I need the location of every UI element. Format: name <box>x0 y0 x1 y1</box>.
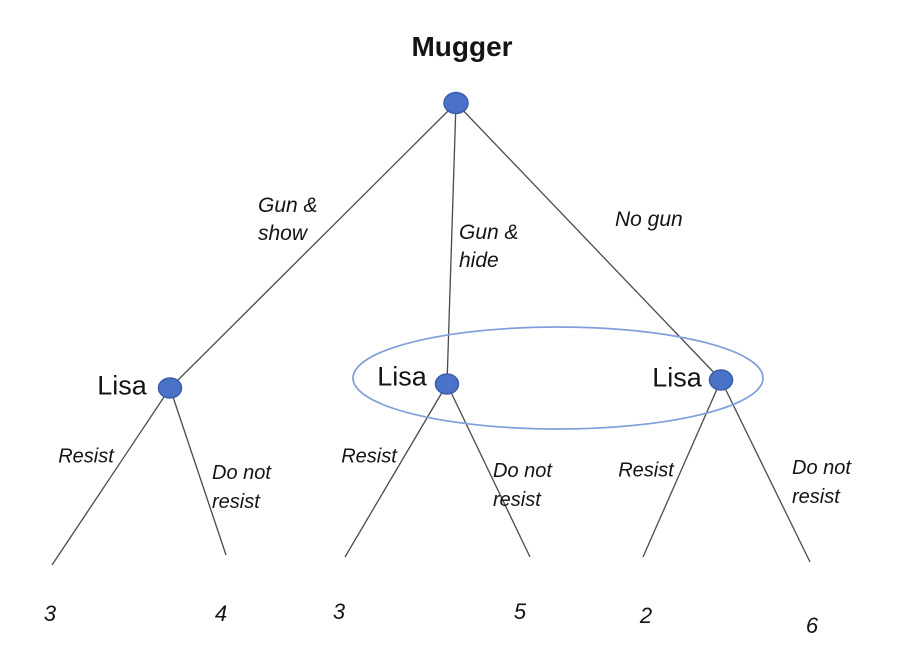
edge-root-gun-hide <box>446 102 457 385</box>
action-label-do-not-resist-left: Do not resist <box>212 462 271 513</box>
action-label-gun-show: Gun & show <box>258 194 318 245</box>
payoff-value: 3 <box>43 601 57 626</box>
action-label-no-gun: No gun <box>615 208 683 231</box>
edge-root-gun-show <box>169 102 457 389</box>
information-set-ellipse <box>352 326 764 430</box>
node-lisa-left <box>157 377 183 399</box>
action-label-resist-mid: Resist <box>341 445 397 468</box>
payoff-mid-do-not-resist: 5 4 <box>514 564 526 650</box>
lisa-label-right: Lisa <box>652 362 702 393</box>
action-label-resist-left: Resist <box>58 445 114 468</box>
edge-root-no-gun <box>455 102 722 381</box>
payoff-value: 5 <box>513 599 527 624</box>
edge-mid-do-not-resist <box>446 383 531 558</box>
payoff-left-resist: 3 2 <box>44 566 56 650</box>
action-label-gun-hide: Gun & hide <box>459 221 519 272</box>
mugger-label: Mugger <box>411 31 513 62</box>
edge-right-resist <box>642 379 722 558</box>
payoff-mid-resist: 3 2 <box>333 564 345 650</box>
node-mugger <box>443 91 469 115</box>
edge-left-do-not-resist <box>169 387 227 556</box>
action-label-do-not-resist-right: Do not resist <box>792 457 851 508</box>
action-label-resist-right: Resist <box>618 459 674 482</box>
action-label-do-not-resist-mid: Do not resist <box>493 460 552 511</box>
edge-left-resist <box>51 387 171 566</box>
payoff-right-resist: 2 6 <box>640 568 652 650</box>
payoff-value: 2 <box>639 603 653 628</box>
payoff-left-do-not-resist: 4 5 <box>215 566 227 650</box>
payoff-value: 3 <box>332 599 346 624</box>
node-lisa-mid <box>434 373 460 395</box>
node-lisa-right <box>708 369 734 391</box>
edge-right-do-not-resist <box>720 379 811 563</box>
lisa-label-left: Lisa <box>97 370 147 401</box>
payoff-right-do-not-resist: 6 3 <box>806 578 818 650</box>
payoff-value: 6 <box>805 613 819 638</box>
edge-mid-resist <box>344 383 448 558</box>
payoff-value: 4 <box>214 601 228 626</box>
lisa-label-mid: Lisa <box>377 361 427 392</box>
